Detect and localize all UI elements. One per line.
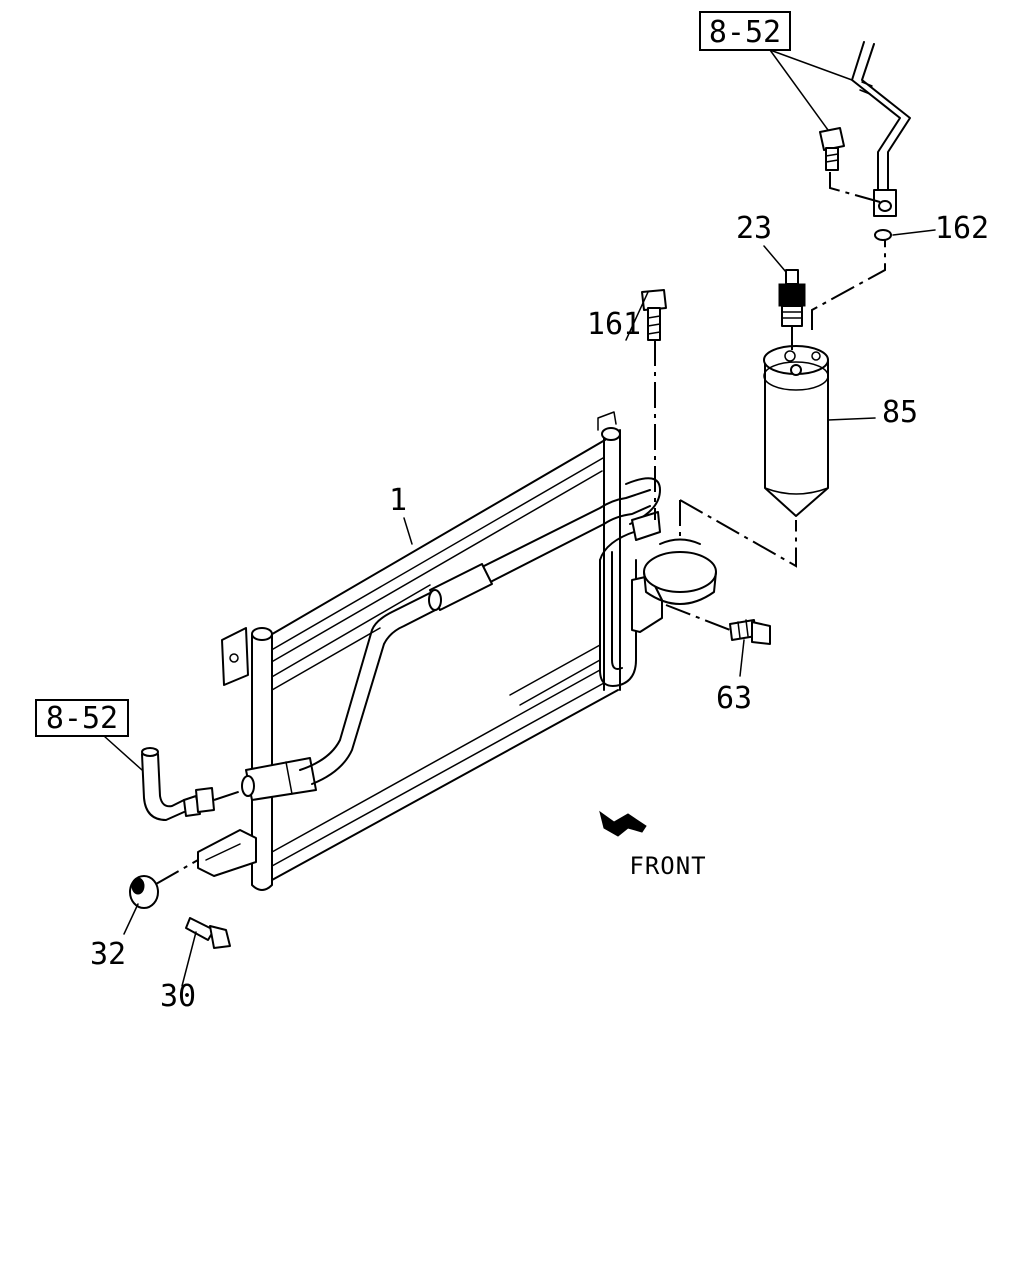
callout-ref-left: 8-52 — [46, 701, 118, 736]
condenser-core-bottom-edge — [271, 689, 619, 881]
callout-ref-top: 8-52 — [709, 15, 781, 50]
bolt-161 — [641, 289, 667, 341]
receiver-drier — [763, 345, 829, 517]
pressure-switch — [778, 269, 806, 327]
inlet-hose — [141, 747, 215, 821]
callout-161: 161 — [587, 307, 641, 342]
ref-box-left: 8-52 — [35, 699, 129, 737]
washer-32 — [129, 875, 159, 909]
bolt-63 — [729, 619, 771, 645]
receiver-pipe — [851, 41, 911, 217]
callout-1: 1 — [389, 483, 407, 518]
callout-30: 30 — [160, 979, 196, 1014]
callout-32: 32 — [90, 937, 126, 972]
callout-23: 23 — [736, 211, 772, 246]
assembly-lines — [103, 49, 936, 987]
bolt-30 — [185, 917, 231, 949]
bolt-8-52 — [819, 127, 845, 171]
receiver-clamp — [643, 551, 717, 593]
condenser-lower-bracket — [197, 829, 257, 877]
condenser-assembly — [197, 411, 717, 891]
o-ring-162 — [874, 229, 892, 241]
front-label: FRONT — [629, 852, 706, 880]
condenser-upper-bracket — [221, 627, 249, 686]
ref-box-top: 8-52 — [699, 11, 791, 51]
callout-85: 85 — [882, 395, 918, 430]
front-arrow-icon — [599, 810, 647, 837]
callout-162: 162 — [935, 211, 989, 246]
condenser-core-top-edge — [261, 439, 606, 641]
callout-63: 63 — [716, 681, 752, 716]
